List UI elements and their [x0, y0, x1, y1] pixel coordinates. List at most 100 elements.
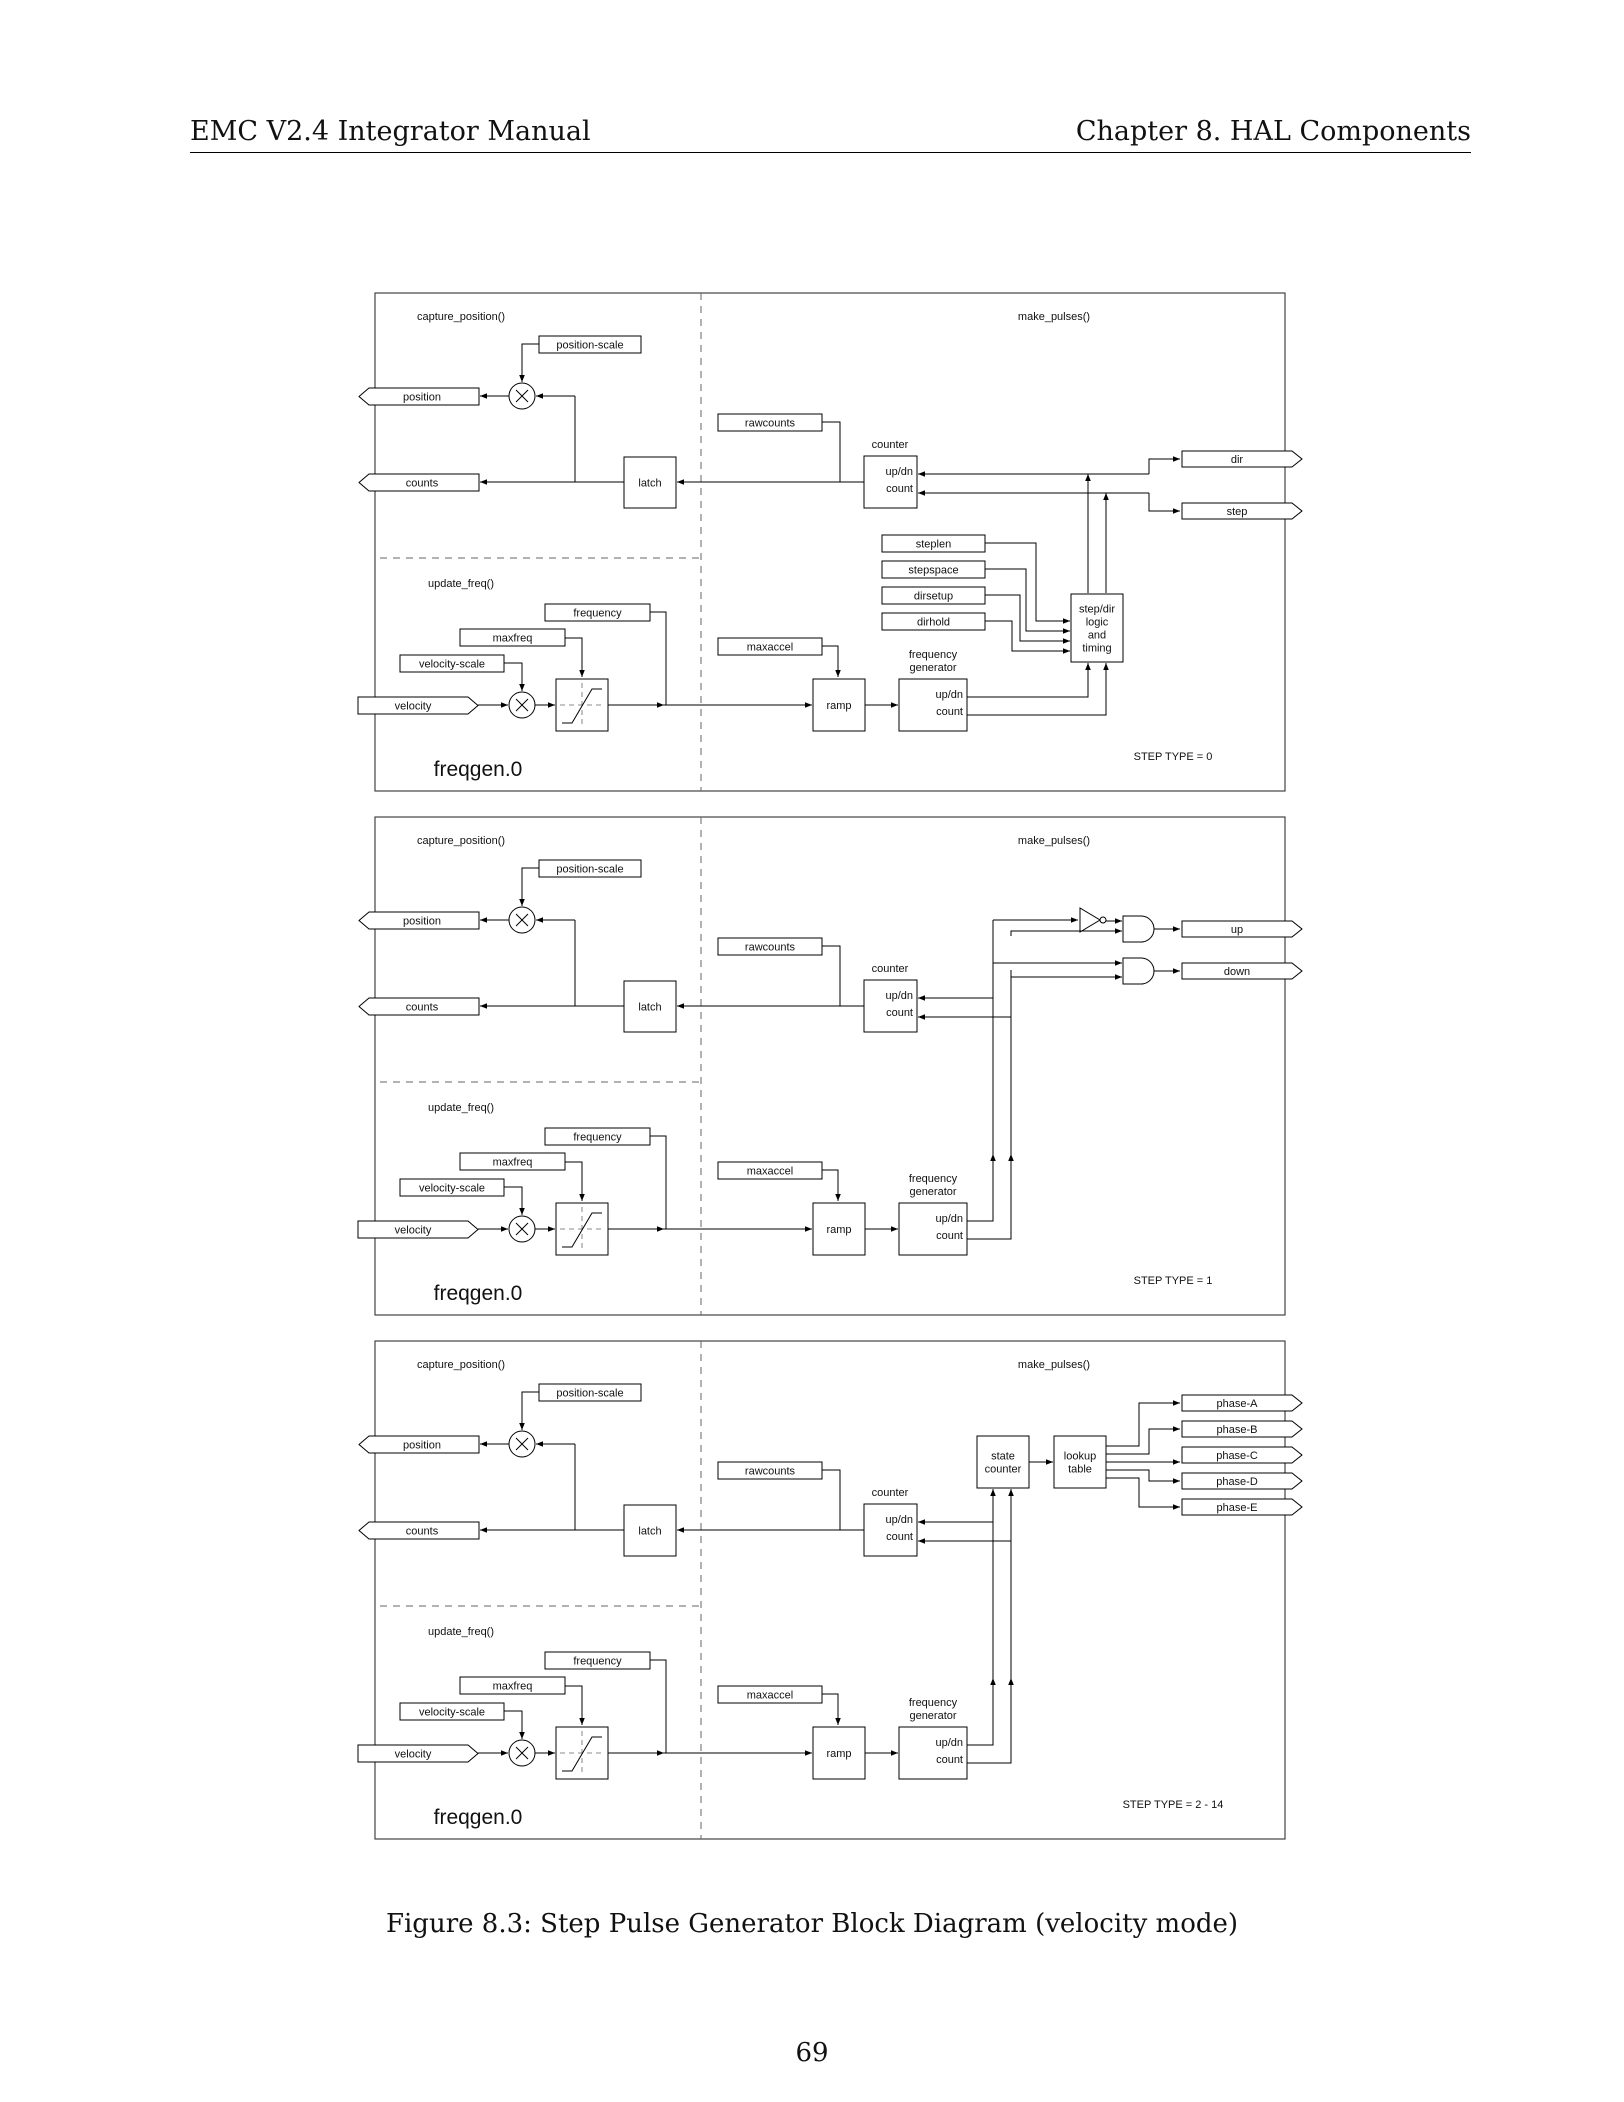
freq-generator-title: generator: [909, 1186, 956, 1198]
panel-step-type-2: capture_position()make_pulses()update_fr…: [357, 1340, 1303, 1840]
counts-pin-label: counts: [406, 1002, 439, 1014]
panel-step-type-0: capture_position()make_pulses()update_fr…: [357, 292, 1303, 792]
page-header: EMC V2.4 Integrator Manual Chapter 8. HA…: [190, 112, 1471, 153]
connector: [985, 542, 1070, 624]
counter-count-label: count: [886, 1007, 913, 1019]
connector: [1106, 1400, 1180, 1447]
connector: [515, 1746, 529, 1760]
freq-generator-title: generator: [909, 1710, 956, 1722]
chapter-title: Chapter 8. HAL Components: [1075, 116, 1471, 147]
maxaccel-param-label: maxaccel: [747, 642, 793, 654]
and-gate-down: [1122, 957, 1155, 985]
state-counter-block-label: state: [991, 1451, 1015, 1463]
counter-title: counter: [872, 439, 909, 451]
connector: [1148, 456, 1180, 474]
component-name: freqgen.0: [434, 758, 523, 781]
frequency-param-label: frequency: [573, 608, 622, 620]
phase-c-pin: [1181, 1446, 1303, 1464]
latch-block: [623, 1504, 677, 1557]
ramp-block-label: ramp: [826, 1748, 851, 1760]
frequency-generator-block: [898, 678, 968, 732]
phase-c-pin-label: phase-C: [1216, 1450, 1258, 1462]
latch-block-label: latch: [638, 1002, 661, 1014]
up-pin: [1181, 920, 1303, 938]
connector: [504, 1186, 525, 1215]
latch-block-label: latch: [638, 478, 661, 490]
freqgen-updn-label: up/dn: [935, 1213, 963, 1225]
connector: [515, 698, 529, 712]
connector: [519, 1391, 539, 1430]
velocity-scale-param-label: velocity-scale: [419, 1183, 485, 1195]
connector: [650, 1135, 667, 1229]
ramp-block-label: ramp: [826, 1224, 851, 1236]
phase-e-pin-label: phase-E: [1217, 1502, 1258, 1514]
counter-count-label: count: [886, 483, 913, 495]
function-label: capture_position(): [417, 835, 505, 847]
dir-pin-label: dir: [1231, 454, 1244, 466]
connector: [515, 913, 529, 927]
step-dir-logic-block-label: and: [1088, 630, 1106, 642]
connector: [562, 1736, 602, 1772]
counter-updn-label: up/dn: [885, 990, 913, 1002]
ramp-block-label: ramp: [826, 700, 851, 712]
component-name: freqgen.0: [434, 1282, 523, 1305]
step-pin-label: step: [1227, 506, 1248, 518]
freqgen-count-label: count: [936, 706, 963, 718]
inverter-bubble: [1099, 916, 1107, 924]
connector: [562, 1212, 602, 1248]
connector: [822, 945, 841, 1006]
freq-generator-title: frequency: [909, 1697, 958, 1709]
freqgen-count-label: count: [936, 1754, 963, 1766]
connector: [985, 620, 1070, 654]
step-type-label: STEP TYPE = 0: [1134, 751, 1213, 763]
connector: [967, 1678, 996, 1746]
maxfreq-param-label: maxfreq: [493, 1157, 533, 1169]
lookup-table-block: [1053, 1435, 1107, 1489]
step-dir-logic-block-label: step/dir: [1079, 604, 1115, 616]
connector: [967, 1154, 1014, 1240]
connector: [504, 662, 525, 691]
frequency-param-label: frequency: [573, 1656, 622, 1668]
panel-frame: [374, 292, 1286, 792]
steplen-param-label: steplen: [916, 539, 951, 551]
phase-a-pin: [1181, 1394, 1303, 1412]
connector: [1148, 493, 1180, 514]
counts-pin: [358, 1521, 480, 1540]
velocity-pin: [357, 1220, 479, 1239]
freqgen-updn-label: up/dn: [935, 1737, 963, 1749]
connector: [565, 1685, 585, 1725]
connector: [822, 1169, 841, 1201]
counter-title: counter: [872, 1487, 909, 1499]
maxaccel-param-label: maxaccel: [747, 1166, 793, 1178]
and-gate-up: [1122, 915, 1155, 943]
freqgen-updn-label: up/dn: [935, 689, 963, 701]
freq-generator-title: generator: [909, 662, 956, 674]
counter-block: [863, 1503, 918, 1557]
connector: [985, 568, 1070, 634]
state-counter-block: [976, 1435, 1030, 1489]
figure-caption: Figure 8.3: Step Pulse Generator Block D…: [385, 1909, 1239, 1939]
velocity-pin-label: velocity: [395, 1225, 432, 1237]
maxaccel-param-label: maxaccel: [747, 1690, 793, 1702]
step-pin: [1181, 502, 1303, 520]
ramp-block: [812, 678, 866, 732]
connector: [822, 421, 841, 482]
velocity-pin: [357, 696, 479, 715]
phase-e-pin: [1181, 1498, 1303, 1516]
connector: [822, 645, 841, 677]
velocity-scale-param-label: velocity-scale: [419, 1707, 485, 1719]
connector: [967, 663, 1091, 698]
rawcounts-param-label: rawcounts: [745, 418, 796, 430]
velocity-pin-label: velocity: [395, 701, 432, 713]
panel-step-type-1: capture_position()make_pulses()update_fr…: [357, 816, 1303, 1316]
frequency-generator-block: [898, 1202, 968, 1256]
position-pin: [358, 911, 480, 930]
connector: [967, 1154, 996, 1222]
stepspace-param-label: stepspace: [908, 565, 958, 577]
ramp-block: [812, 1726, 866, 1780]
down-pin: [1181, 962, 1303, 980]
velocity-pin: [357, 1744, 479, 1763]
panel-frame: [374, 816, 1286, 1316]
component-name: freqgen.0: [434, 1806, 523, 1829]
